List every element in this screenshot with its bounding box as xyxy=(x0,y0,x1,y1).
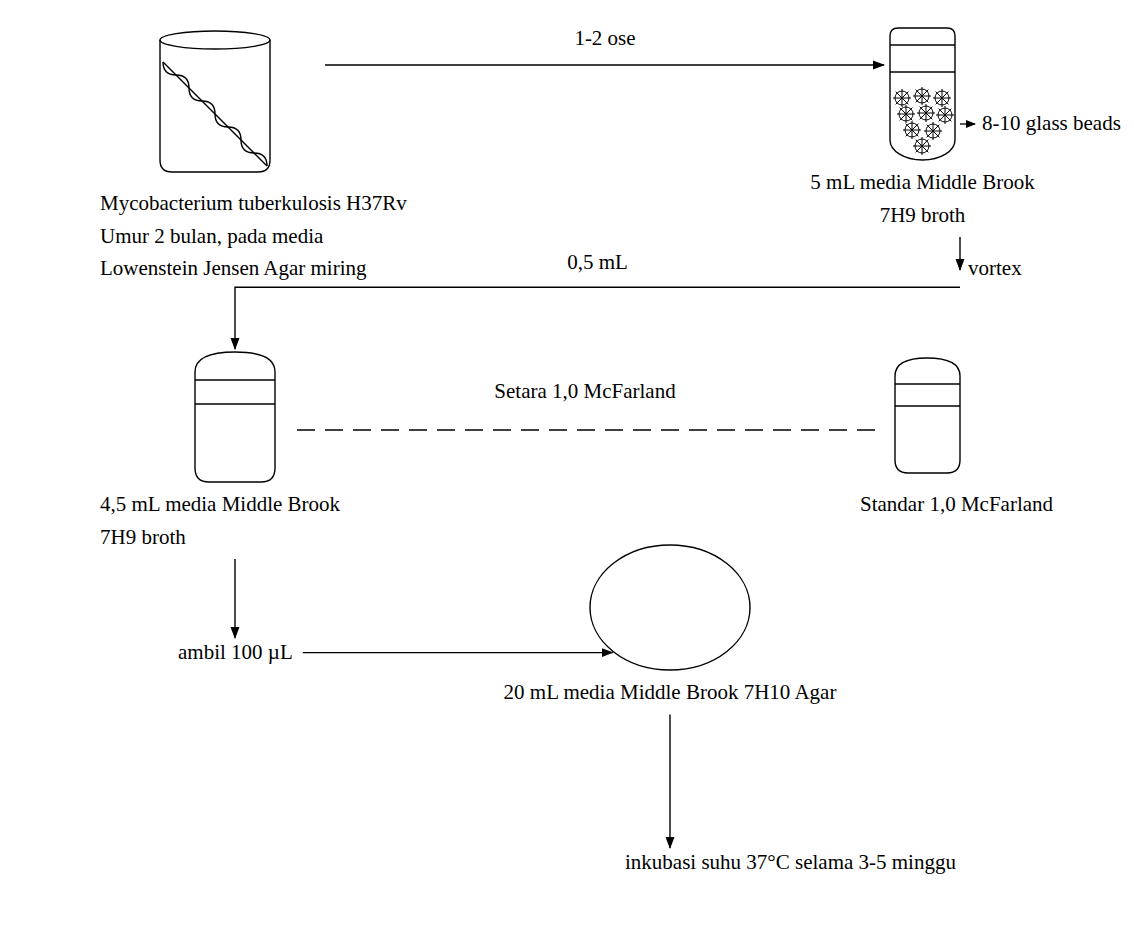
broth-tube xyxy=(890,28,955,160)
flow-arrow xyxy=(669,715,670,849)
flow-arrow xyxy=(959,237,960,270)
caption-text: 5 mL media Middle Brook 7H9 broth xyxy=(803,166,1043,231)
caption-text: Standar 1,0 McFarland xyxy=(860,488,1053,521)
standard-tube xyxy=(895,358,960,473)
process-step: vortex xyxy=(968,256,1022,281)
caption-text: Mycobacterium tuberkulosis H37Rv Umur 2 … xyxy=(100,187,422,285)
step-text: ambil 100 µL xyxy=(178,640,293,665)
flow-arrow xyxy=(303,652,613,653)
slant-agar-tube xyxy=(160,31,270,172)
petri-dish xyxy=(590,545,750,670)
edge-label: 0,5 mL xyxy=(565,250,630,275)
glass-beads xyxy=(893,87,954,155)
process-step: inkubasi suhu 37°C selama 3-5 minggu xyxy=(625,850,956,875)
petri-dish: 20 mL media Middle Brook 7H10 Agar xyxy=(590,545,750,670)
caption-text: 4,5 mL media Middle Brook 7H9 broth xyxy=(100,488,350,553)
caption-text: 20 mL media Middle Brook 7H10 Agar xyxy=(504,676,837,709)
edge-label: Setara 1,0 McFarland xyxy=(492,379,677,404)
step-text: inkubasi suhu 37°C selama 3-5 minggu xyxy=(625,850,956,875)
process-step: ambil 100 µL xyxy=(178,640,293,665)
dashed-connector xyxy=(297,429,883,430)
flow-arrow xyxy=(235,287,960,349)
broth-tube: 5 mL media Middle Brook 7H9 broth xyxy=(890,28,955,161)
callout-label: 8-10 glass beads xyxy=(980,111,1123,136)
step-text: vortex xyxy=(968,256,1022,281)
leader-arrow xyxy=(960,123,975,124)
dilution-tube: 4,5 mL media Middle Brook 7H9 broth xyxy=(195,352,275,482)
flow-arrow xyxy=(234,559,235,638)
culture-tube: Mycobacterium tuberkulosis H37Rv Umur 2 … xyxy=(150,25,320,180)
standard-tube: Standar 1,0 McFarland xyxy=(895,358,960,473)
flow-arrow xyxy=(325,64,884,65)
dilution-tube xyxy=(195,352,275,482)
edge-label: 1-2 ose xyxy=(572,26,637,51)
